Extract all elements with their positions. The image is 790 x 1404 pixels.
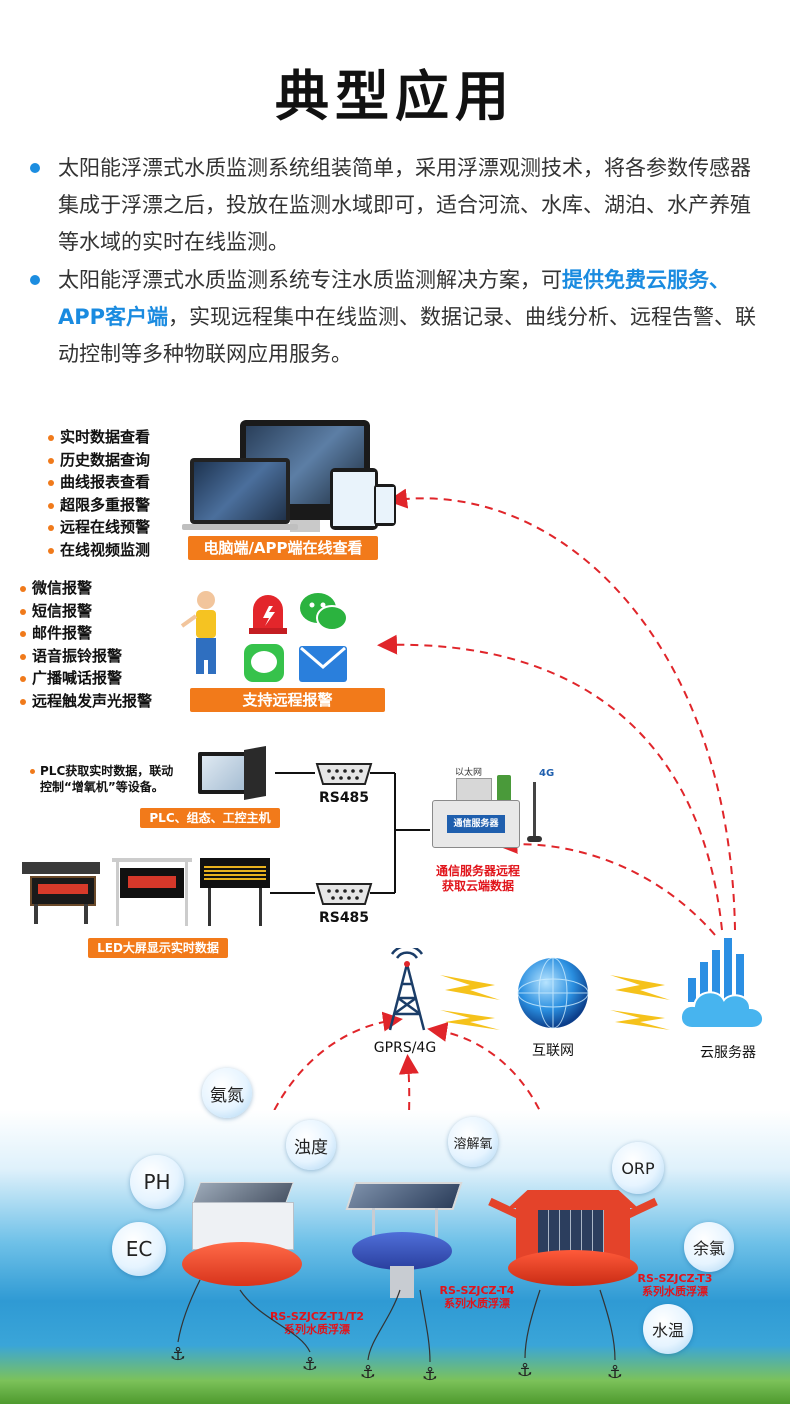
cloud-service-highlight: 提供免费云服务、APP客户端 <box>58 268 730 329</box>
wechat-icon <box>300 593 348 631</box>
alarm-feature: 邮件报警 <box>20 622 152 645</box>
siren-icon <box>249 595 287 634</box>
arrow-to-monitor <box>387 488 736 931</box>
led-kiosk-image <box>22 862 100 924</box>
4g-badge: 4G <box>539 768 555 779</box>
anchor-icon: ⚓ <box>422 1364 438 1385</box>
param-bubble-turbidity: 浊度 <box>286 1120 336 1170</box>
alarm-feature: 语音振铃报警 <box>20 645 152 668</box>
param-bubble-ammonia: 氨氮 <box>202 1068 252 1118</box>
monitor-online-button[interactable]: 电脑端/APP端在线查看 <box>188 536 378 560</box>
ethernet-label: 以太网 <box>455 768 483 778</box>
cell-tower-icon <box>388 948 426 1031</box>
monitor-feature: 超限多重报警 <box>48 494 150 517</box>
led-frame-image <box>112 858 192 926</box>
buoy-t1-t2-caption: RS-SZJCZ-T1/T2 系列水质浮漂 <box>269 1310 365 1336</box>
buoy-t3-caption: RS-SZJCZ-T3 系列水质浮漂 <box>637 1272 713 1298</box>
arrow-to-server <box>497 833 716 936</box>
comm-server-device: 通信服务器 <box>432 800 520 848</box>
monitor-feature-list: 实时数据查看 历史数据查询 曲线报表查看 超限多重报警 远程在线预警 在线视频监… <box>48 426 150 561</box>
anchor-icon: ⚓ <box>170 1344 186 1365</box>
monitor-feature: 历史数据查询 <box>48 449 150 472</box>
monitor-feature: 远程在线预警 <box>48 516 150 539</box>
alarm-feature: 远程触发声光报警 <box>20 690 152 713</box>
led-board-image <box>200 858 270 926</box>
buoy-t3-image <box>488 1190 658 1296</box>
globe-icon <box>517 957 589 1029</box>
rs485-label-plc: RS485 <box>318 790 370 806</box>
alarm-feature-list: 微信报警 短信报警 邮件报警 语音振铃报警 广播喊话报警 远程触发声光报警 <box>20 577 152 712</box>
bullet-dot-icon <box>30 275 40 285</box>
page-title: 典型应用 <box>275 65 515 128</box>
antenna-base <box>527 836 542 842</box>
param-bubble-ph: PH <box>130 1155 184 1209</box>
bullet-dot-icon <box>30 163 40 173</box>
email-icon <box>299 646 347 682</box>
rs485-connector-icon <box>315 763 373 785</box>
cloud-label: 云服务器 <box>700 1045 756 1061</box>
sensor-anchors: ⚓ ⚓ ⚓ ⚓ ⚓ ⚓ <box>170 1279 623 1385</box>
anchor-icon: ⚓ <box>607 1362 623 1383</box>
rs485-label-led: RS485 <box>318 910 370 926</box>
ethernet-switch-image <box>456 778 492 802</box>
monitor-feature: 在线视频监测 <box>48 539 150 562</box>
laptop-base <box>182 524 298 530</box>
anchor-icon: ⚓ <box>517 1360 533 1381</box>
anchor-icon: ⚓ <box>360 1362 376 1383</box>
internet-label: 互联网 <box>532 1043 574 1059</box>
alarm-feature: 短信报警 <box>20 600 152 623</box>
plc-note: PLC获取实时数据，联动 控制“增氧机”等设备。 <box>30 763 173 795</box>
remote-alarm-button[interactable]: 支持远程报警 <box>190 688 385 712</box>
param-bubble-orp: ORP <box>612 1142 664 1194</box>
monitor-feature: 实时数据查看 <box>48 426 150 449</box>
industrial-panel-side <box>244 746 266 800</box>
person-on-phone-icon <box>180 591 216 674</box>
intro-paragraph-2: 太阳能浮漂式水质监测系统专注水质监测解决方案，可提供免费云服务、APP客户端，实… <box>30 262 770 373</box>
anchor-icon: ⚓ <box>302 1354 318 1375</box>
arrow-to-alarm <box>377 634 723 931</box>
comm-server-caption: 通信服务器远程 获取云端数据 <box>435 864 520 893</box>
param-bubble-dissolved-oxygen: 溶解氧 <box>448 1117 498 1167</box>
tablet-image <box>330 468 378 530</box>
alarm-feature: 广播喊话报警 <box>20 667 152 690</box>
antenna-icon <box>533 782 536 838</box>
phone-image <box>374 484 396 526</box>
buoy-t4-caption: RS-SZJCZ-T4 系列水质浮漂 <box>439 1284 515 1310</box>
buoy-t1-t2-image <box>182 1182 302 1292</box>
power-supply-image <box>497 775 511 805</box>
monitor-feature: 曲线报表查看 <box>48 471 150 494</box>
param-bubble-residual-chlorine: 余氯 <box>684 1222 734 1272</box>
tower-label: GPRS/4G <box>373 1040 437 1056</box>
param-bubble-water-temp: 水温 <box>643 1304 693 1354</box>
cloud-server-icon <box>680 938 764 1029</box>
sms-icon <box>244 644 284 682</box>
laptop-image <box>190 458 290 524</box>
intro-paragraph-1: 太阳能浮漂式水质监测系统组装简单，采用浮漂观测技术，将各参数传感器集成于浮漂之后… <box>30 150 770 261</box>
plc-host-button[interactable]: PLC、组态、工控主机 <box>140 808 280 828</box>
led-display-button[interactable]: LED大屏显示实时数据 <box>88 938 228 958</box>
buoy-t4-image <box>342 1182 463 1300</box>
param-bubble-ec: EC <box>112 1222 166 1276</box>
alarm-feature: 微信报警 <box>20 577 152 600</box>
rs485-connector-icon <box>315 883 373 905</box>
